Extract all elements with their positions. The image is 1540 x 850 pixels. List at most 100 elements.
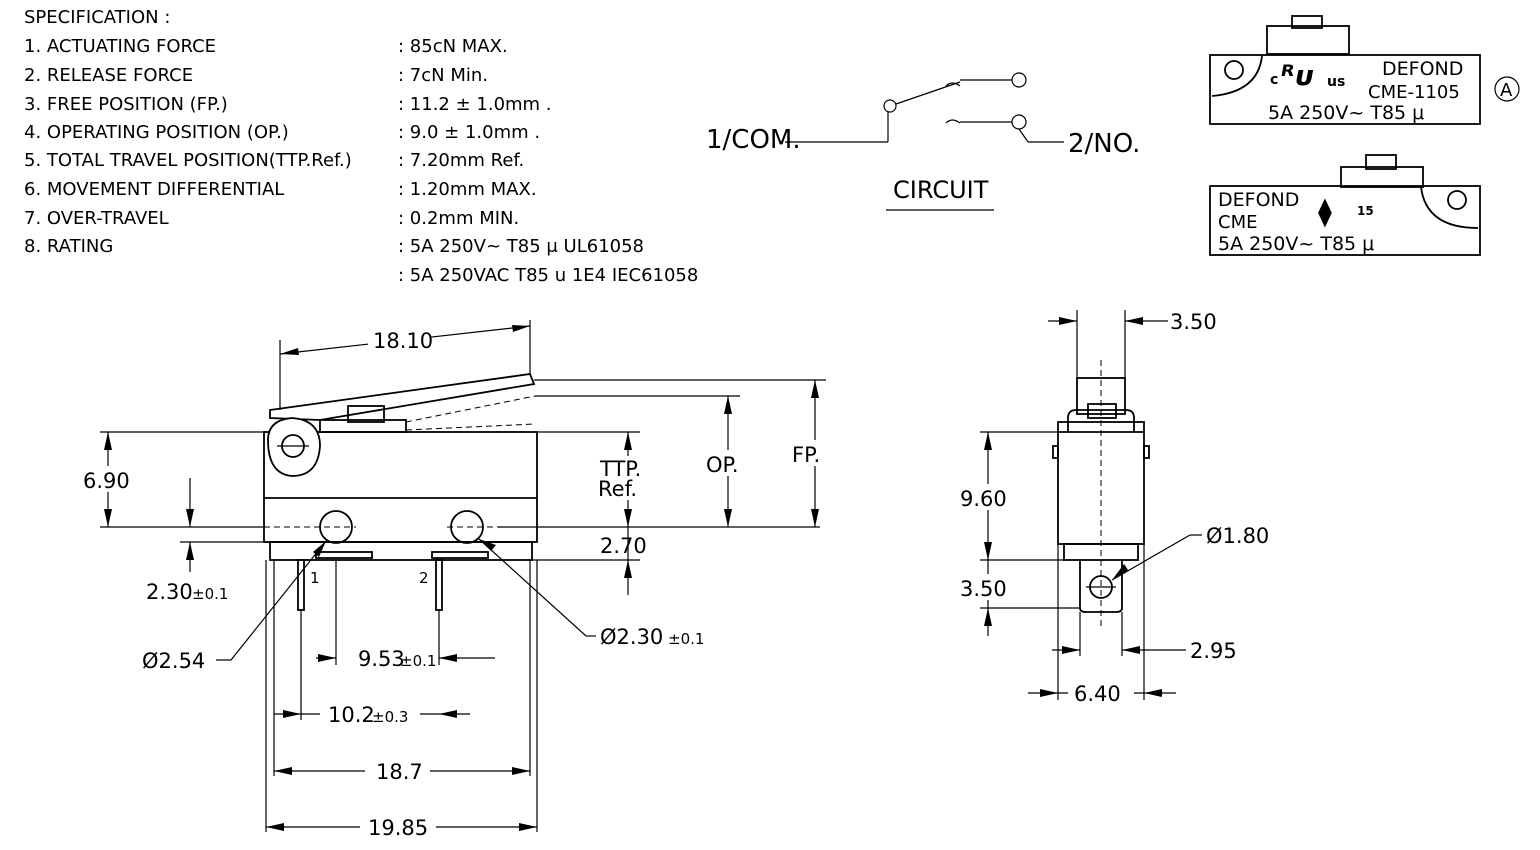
revision-circle [1494, 76, 1520, 102]
dim-10-2: 10.2 [328, 703, 375, 727]
dim-9-53: 9.53 [358, 647, 405, 671]
dim-3-50: 3.50 [960, 577, 1007, 601]
spec-value: : 1.20mm MAX. [398, 179, 537, 200]
ul-us-label: us [1327, 74, 1345, 90]
arrow-head [479, 539, 496, 551]
spec-value: : 11.2 ± 1.0mm . [398, 94, 552, 115]
mounting-hole [1224, 60, 1244, 80]
model-label: CME [1218, 212, 1257, 233]
arrow-head [624, 509, 632, 527]
circuit-no-label: 2/NO. [1068, 129, 1140, 159]
label-bg [596, 456, 660, 500]
brand-label: DEFOND [1382, 58, 1463, 80]
ttp-label: TTP. [599, 457, 641, 481]
plunger-mount [1266, 25, 1350, 55]
arrow-head [984, 542, 992, 560]
dim-2-70: 2.70 [600, 534, 647, 558]
dim-2-30-tol: ±0.1 [192, 585, 228, 603]
arrow-head [512, 767, 530, 775]
arrow-head [186, 542, 194, 560]
label-bg [958, 484, 1014, 510]
front-view: 1 2 18.10 6.90 2.30 ±0.1 TTP. Ref. [80, 320, 838, 840]
specification-block: SPECIFICATION : 1. ACTUATING FORCE : 85c… [24, 7, 698, 286]
travel-line [405, 395, 536, 423]
label-bg [702, 450, 752, 476]
dim-2-30: 2.30 [146, 580, 193, 604]
dim-2-95: 2.95 [1190, 639, 1237, 663]
plunger-top [1291, 15, 1323, 29]
marking-bottom: DEFOND CME ⧫ 15 5A 250V~ T85 μ [1209, 154, 1481, 256]
arrow-head [1040, 689, 1058, 697]
arrow-head [1059, 317, 1077, 325]
plunger-base [319, 419, 407, 433]
leader-line [230, 540, 327, 661]
lever-arm [269, 373, 536, 421]
roller-housing [267, 417, 321, 477]
terminal-slot [431, 551, 489, 559]
arrow-head [512, 325, 530, 332]
dim-phi-1-80: Ø1.80 [1206, 524, 1269, 548]
body-corner-arc [1420, 186, 1479, 229]
arrow-head [283, 710, 301, 718]
op-label: OP. [706, 453, 739, 477]
pin-1-label: 1 [310, 569, 320, 587]
spec-label: 4. OPERATING POSITION (OP.) [24, 122, 289, 143]
dim-phi-2-30-tol: ±0.1 [668, 630, 704, 648]
nc-terminal [1011, 72, 1027, 88]
spec-label: 8. RATING [24, 236, 113, 257]
spec-value: : 9.0 ± 1.0mm . [398, 122, 540, 143]
revision-label: A [1500, 80, 1513, 101]
dim-6-90: 6.90 [83, 469, 130, 493]
arrow-head [1144, 689, 1162, 697]
spec-value: : 0.2mm MIN. [398, 208, 519, 229]
rating-label: 5A 250V~ T85 μ [1268, 102, 1424, 124]
dim-phi-2-54: Ø2.54 [142, 649, 205, 673]
terminal-slot [315, 551, 373, 559]
ul-logo-icon: ᴿᴜ [1281, 59, 1314, 92]
dim-9-53-tol: ±0.1 [400, 652, 436, 670]
arrow-head [1122, 646, 1140, 654]
fp-label: FP. [792, 443, 820, 467]
arrow-head [318, 654, 336, 662]
arrow-head [984, 608, 992, 626]
label-bg [958, 574, 1014, 600]
label-bg [368, 326, 430, 352]
arrow-head [104, 509, 112, 527]
arrow-head [1125, 317, 1143, 325]
arrow-head [1062, 646, 1080, 654]
spec-value: : 5A 250VAC T85 u 1E4 IEC61058 [398, 265, 698, 286]
spec-value: : 5A 250V~ T85 μ UL61058 [398, 236, 644, 257]
model-label: CME-1105 [1368, 82, 1460, 103]
no-lead [1018, 128, 1029, 143]
arrow-head [984, 432, 992, 450]
label-bg [80, 466, 136, 492]
dim-10-2-tol: ±0.3 [372, 708, 408, 726]
plunger-top [1365, 154, 1397, 170]
side-view: 3.50 9.60 3.50 Ø1.80 2.95 [958, 310, 1269, 706]
switch-body-outline [1209, 54, 1481, 125]
travel-line [405, 423, 536, 431]
side-notch [1143, 445, 1150, 459]
spec-label: 7. OVER-TRAVEL [24, 208, 169, 229]
dim-6-40: 6.40 [1074, 682, 1121, 706]
arrow-head [624, 560, 632, 578]
com-contact [883, 99, 897, 113]
dim-18-7: 18.7 [376, 760, 423, 784]
dim-19-85: 19.85 [368, 816, 428, 840]
spec-label: 3. FREE POSITION (FP.) [24, 94, 228, 115]
spec-title: SPECIFICATION : [24, 7, 170, 28]
no-contact-arc [945, 119, 961, 124]
arrow-head [811, 509, 819, 527]
arrow-head [186, 509, 194, 527]
circuit-caption: CIRCUIT [893, 176, 989, 204]
nc-contact-arc [945, 82, 961, 87]
rating-label: 5A 250V~ T85 μ [1218, 233, 1374, 255]
arrow-head [274, 767, 292, 775]
switch-body-outline [1209, 185, 1481, 256]
ul-c-label: c [1270, 72, 1278, 88]
pin-2-label: 2 [419, 569, 429, 587]
base-plate [269, 541, 533, 561]
side-notch [1052, 445, 1059, 459]
spec-label: 6. MOVEMENT DIFFERENTIAL [24, 179, 284, 200]
